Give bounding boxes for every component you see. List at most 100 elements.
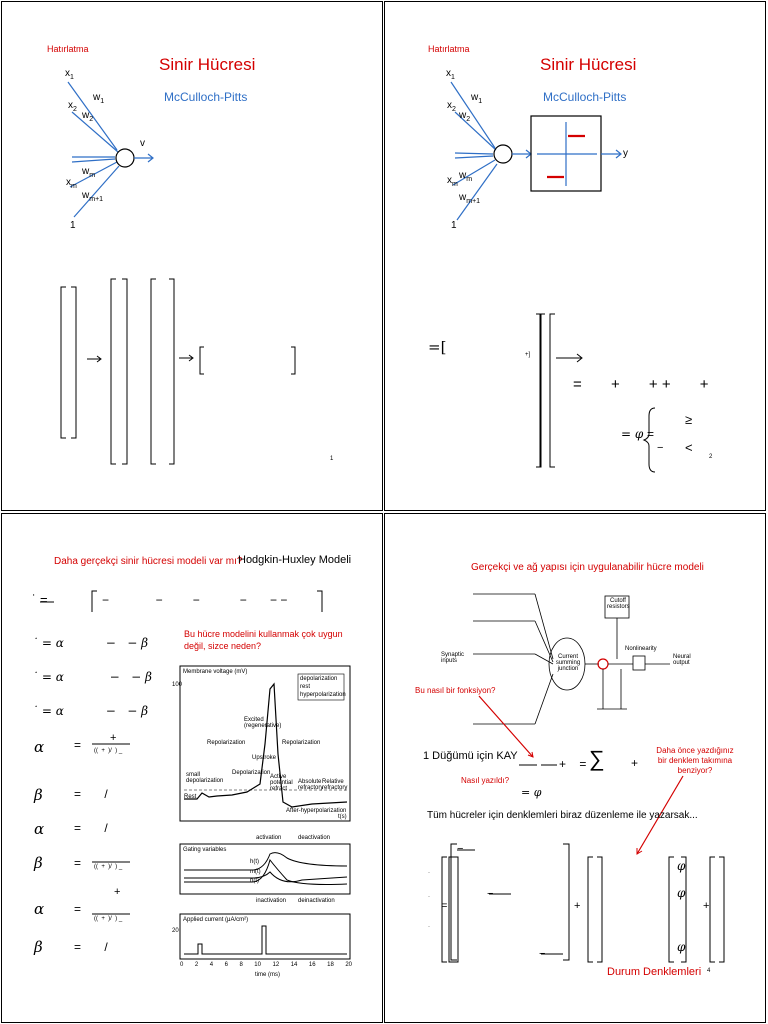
weight-w1: w1 <box>471 92 483 105</box>
plot1-label-rel: Relative refractory <box>322 779 348 791</box>
plot3-xlabel: time (ms) <box>255 972 280 978</box>
legend-hyper: hyperpolarization <box>300 692 346 698</box>
input-xm: xm <box>447 175 458 188</box>
phi-2: φ <box>677 886 686 900</box>
alpha-2-eq: = / <box>74 821 108 835</box>
all-cells-text: Tüm hücreler için denklemleri biraz düze… <box>427 810 698 821</box>
alpha-1: α <box>34 738 45 756</box>
plot2-inactivation: inactivation <box>256 898 287 904</box>
vector-dots: ··· <box>428 870 430 930</box>
plot2-n: n(t) <box>250 878 259 884</box>
page-number: 2 <box>709 454 713 460</box>
slide-2: Hatırlatma Sinir Hücresi McCulloch-Pitts… <box>384 1 766 511</box>
alpha-1-plus: + <box>110 732 117 744</box>
cond-lt: < <box>685 440 693 455</box>
input-x1: x1 <box>446 68 455 81</box>
beta-3: β <box>34 938 43 956</box>
gating-eq-2: ˙ = α − − β <box>32 670 152 684</box>
plot1-label-depol: Depolarization <box>232 770 271 776</box>
eq-row: = + + + + <box>573 376 709 393</box>
phi-3: φ <box>677 940 686 954</box>
diagram-summing: Current summing junction <box>555 654 581 672</box>
note-text: Bu hücre modelini kullanmak çok uygun de… <box>184 629 343 651</box>
slide-1: Hatırlatma Sinir Hücresi McCulloch-Pitts… <box>1 1 383 511</box>
plot1-label-abs: Absolute refractory <box>298 779 324 791</box>
eq-plus-sub: +] <box>525 352 531 358</box>
plus-2: + <box>703 900 710 912</box>
kay-label: 1 Düğümü için KAY <box>423 750 518 762</box>
slide-title: Sinir Hücresi <box>159 55 256 74</box>
plot2-activation: activation <box>256 835 282 841</box>
input-bias: 1 <box>70 220 76 231</box>
diagram-cutoff: Cutoff resistors <box>607 598 630 610</box>
alpha-3: α <box>34 900 45 918</box>
slide-4: Gerçekçi ve ağ yapısı için uygulanabilir… <box>384 513 766 1023</box>
eq-bracket: =[ <box>428 338 447 356</box>
beta-2: β <box>34 854 43 872</box>
plot2-m: m(t) <box>250 869 261 875</box>
page-number: 4 <box>707 968 711 974</box>
legend-depol: depolarization <box>300 676 338 682</box>
diag-3: − <box>539 948 546 960</box>
beta-1: β <box>34 786 43 804</box>
slide4-title: Gerçekçi ve ağ yapısı için uygulanabilir… <box>471 562 704 573</box>
input-x2: x2 <box>68 100 77 113</box>
beta-3-eq: = / <box>74 940 108 954</box>
plot2-deinactivation: deinactivation <box>298 898 335 904</box>
plot1-label-upstroke: Upstroke <box>252 755 277 761</box>
plot1-label-small: small depolarization <box>186 772 224 784</box>
phi-eq: = φ <box>621 427 644 441</box>
plot1-label-rest: Rest <box>184 794 197 800</box>
input-bias: 1 <box>451 220 457 231</box>
neuron-diagram-2 <box>450 81 656 473</box>
plot1-label-excited: Excited (regenerative) <box>244 717 282 729</box>
input-x2: x2 <box>447 100 456 113</box>
weight-w1: w1 <box>93 92 105 105</box>
sum-plus: + <box>631 756 639 770</box>
state-equations: Durum Denklemleri <box>607 966 702 978</box>
plot1-ytick: 100 <box>172 682 183 688</box>
plot1-xunit: t(s) <box>338 814 347 820</box>
plot1-label-repolarization: Repolarization <box>282 740 321 746</box>
plot2-title: Gating variables <box>183 847 227 853</box>
phi-1: φ <box>677 859 686 873</box>
hh-terms: − − − − − − <box>102 593 288 607</box>
beta-2-eq: = <box>74 856 82 870</box>
weight-wm: wm <box>459 170 473 183</box>
diag-1: − <box>457 843 464 855</box>
weight-wm: wm <box>82 166 96 179</box>
plot1-label-ahp: After-hyperpolarization <box>286 808 347 814</box>
input-x1: x1 <box>65 68 74 81</box>
weight-wm1: wm+1 <box>82 190 104 203</box>
alpha-1-eq: = <box>74 738 82 752</box>
hh-main-eq: ˙ = <box>32 592 48 607</box>
beta-2-den: (( + )/ ) _ <box>94 864 123 870</box>
network-cell-diagram <box>441 593 725 963</box>
hatirlatma-label: Hatırlatma <box>428 44 470 54</box>
plot2-deactivation: deactivation <box>298 835 331 841</box>
bracket-1 <box>60 286 66 439</box>
alpha-1-den: (( + )/ ) _ <box>94 748 123 754</box>
slide-3: Daha gerçekçi sinir hücresi modeli var m… <box>1 513 383 1023</box>
gating-eq-1: ˙ = α − − β <box>32 636 149 650</box>
plot1-label-active: Active potential refract <box>270 774 293 792</box>
phi-eq: = φ <box>521 786 542 799</box>
plot2-h: h(t) <box>250 859 259 865</box>
note-previous: Daha önce yazdığınız bir denklem takımın… <box>656 746 734 775</box>
plus-1: + <box>574 900 581 912</box>
cond-minus: − <box>657 442 664 454</box>
alpha-3-den: (( + )/ ) _ <box>94 916 123 922</box>
output-y: y <box>623 148 628 159</box>
hh-equations-and-plots <box>40 590 351 960</box>
plot3-title: Applied current (μA/cm²) <box>183 917 249 923</box>
diagram-neural: Neural output <box>673 654 691 666</box>
weight-wm1: wm+1 <box>459 192 481 205</box>
question-text: Daha gerçekçi sinir hücresi modeli var m… <box>54 556 243 567</box>
gating-eq-3: ˙ = α − − β <box>32 704 149 718</box>
plot1-label-repol: Repolarization <box>207 740 246 746</box>
question-function: Bu nasıl bir fonksiyon? <box>415 686 496 695</box>
alpha-3-eq: = <box>74 902 82 916</box>
page-number: 1 <box>330 456 334 462</box>
matrix-eq: = <box>441 900 448 912</box>
